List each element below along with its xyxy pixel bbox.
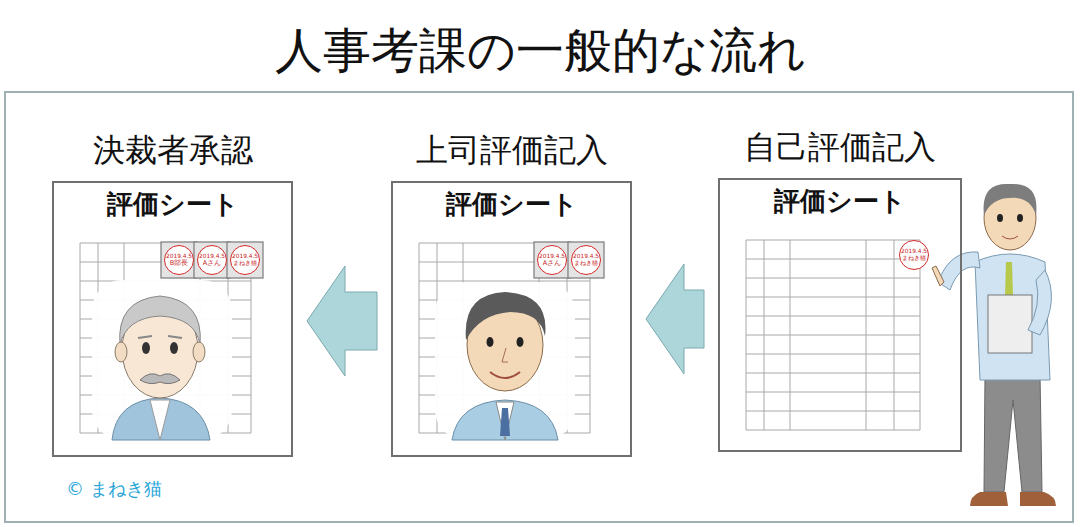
- seal-stamp: 2019.4.5Aさん: [197, 245, 227, 275]
- sheet-title: 評価シート: [54, 189, 291, 220]
- stamp-frame: [194, 242, 230, 278]
- step-heading: 自己評価記入: [744, 128, 936, 166]
- approver-face: [92, 280, 232, 440]
- stamp-name: Aさん: [543, 260, 561, 267]
- sheet-title: 評価シート: [720, 186, 960, 217]
- step-heading: 決裁者承認: [93, 131, 253, 169]
- seal-stamp: 2019.4.5Aさん: [537, 245, 567, 275]
- diagram-title: 人事考課の一般的な流れ: [0, 22, 1080, 80]
- flow-arrow: [307, 266, 377, 376]
- stamp-date: 2019.4.5: [199, 253, 225, 260]
- stamp-name: まねき猫: [233, 260, 257, 267]
- sheet-grid: [52, 181, 277, 457]
- step-heading: 上司評価記入: [416, 131, 608, 169]
- stamp-name: B部長: [170, 260, 188, 267]
- evaluation-sheet: 上司評価記入評価シート2019.4.5Aさん2019.4.5まねき猫: [391, 181, 632, 457]
- sheet-title: 評価シート: [393, 189, 630, 220]
- stamp-frame: [568, 242, 604, 278]
- stamp-date: 2019.4.5: [901, 248, 927, 255]
- sheet-grid: [391, 181, 616, 457]
- evaluation-sheet: 自己評価記入評価シート2019.4.5まねき猫: [718, 178, 962, 452]
- employee-figure: [932, 184, 1056, 506]
- stamp-name: まねき猫: [574, 260, 598, 267]
- sheet-grid: [718, 178, 946, 452]
- seal-stamp: 2019.4.5まねき猫: [899, 240, 929, 270]
- stamp-date: 2019.4.5: [539, 253, 565, 260]
- stamp-date: 2019.4.5: [573, 253, 599, 260]
- stamp-frame: [161, 242, 197, 278]
- stamp-date: 2019.4.5: [232, 253, 258, 260]
- stamp-name: まねき猫: [902, 255, 926, 262]
- stamp-frame: [534, 242, 570, 278]
- boss-face: [435, 282, 575, 440]
- seal-stamp: 2019.4.5まねき猫: [571, 245, 601, 275]
- stamp-frame: [227, 242, 263, 278]
- seal-stamp: 2019.4.5まねき猫: [230, 245, 260, 275]
- stamp-name: Aさん: [203, 260, 221, 267]
- flow-arrow: [646, 264, 704, 374]
- frame: [5, 92, 1073, 522]
- copyright-note: © まねき猫: [66, 478, 162, 500]
- seal-stamp: 2019.4.5B部長: [164, 245, 194, 275]
- evaluation-sheet: 決裁者承認評価シート2019.4.5B部長2019.4.5Aさん2019.4.5…: [52, 181, 293, 457]
- stamp-date: 2019.4.5: [166, 253, 192, 260]
